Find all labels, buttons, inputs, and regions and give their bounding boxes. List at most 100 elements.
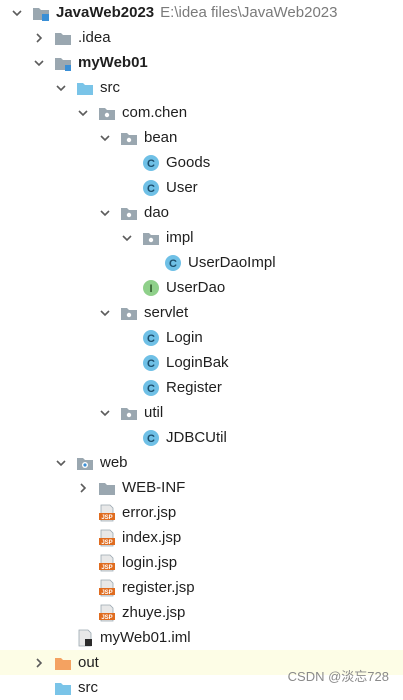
tree-row-out[interactable]: out <box>0 650 403 675</box>
tree-row-module[interactable]: myWeb01 <box>0 50 403 75</box>
tree-row-class-user[interactable]: C User <box>0 175 403 200</box>
iml-file-icon <box>76 629 94 647</box>
class-label: Login <box>166 329 203 346</box>
package-label: com.chen <box>122 104 188 121</box>
source-folder-icon <box>76 79 94 97</box>
file-label: myWeb01.iml <box>100 629 191 646</box>
tree-row-class-goods[interactable]: C Goods <box>0 150 403 175</box>
interface-label: UserDao <box>166 279 226 296</box>
chevron-right-icon[interactable] <box>32 31 46 45</box>
svg-text:C: C <box>147 433 155 445</box>
tree-row-package-impl[interactable]: impl <box>0 225 403 250</box>
web-folder-icon <box>76 454 94 472</box>
folder-label: web <box>100 454 128 471</box>
folder-label: .idea <box>78 29 111 46</box>
chevron-right-icon[interactable] <box>32 656 46 670</box>
jsp-file-icon: JSP <box>98 579 116 597</box>
chevron-down-icon[interactable] <box>98 406 112 420</box>
chevron-down-icon[interactable] <box>54 81 68 95</box>
class-icon: C <box>142 179 160 197</box>
tree-row-file-login-jsp[interactable]: JSP login.jsp <box>0 550 403 575</box>
tree-row-src[interactable]: src <box>0 75 403 100</box>
svg-text:JSP: JSP <box>101 590 112 596</box>
class-label: Goods <box>166 154 211 171</box>
svg-text:C: C <box>147 358 155 370</box>
tree-row-web-inf[interactable]: WEB-INF <box>0 475 403 500</box>
chevron-down-icon[interactable] <box>10 6 24 20</box>
tree-row-package-util[interactable]: util <box>0 400 403 425</box>
svg-text:C: C <box>147 158 155 170</box>
tree-row-class-register[interactable]: C Register <box>0 375 403 400</box>
svg-text:C: C <box>169 258 177 270</box>
package-label: dao <box>144 204 170 221</box>
project-folder-icon <box>32 4 50 22</box>
svg-text:JSP: JSP <box>101 565 112 571</box>
tree-row-interface-userdao[interactable]: I UserDao <box>0 275 403 300</box>
tree-row-idea[interactable]: .idea <box>0 25 403 50</box>
class-icon: C <box>142 379 160 397</box>
svg-text:C: C <box>147 333 155 345</box>
tree-row-class-userdaoimpl[interactable]: C UserDaoImpl <box>0 250 403 275</box>
folder-label: out <box>78 654 99 671</box>
package-label: bean <box>144 129 178 146</box>
class-icon: C <box>164 254 182 272</box>
tree-row-package-servlet[interactable]: servlet <box>0 300 403 325</box>
class-icon: C <box>142 429 160 447</box>
class-label: User <box>166 179 198 196</box>
folder-icon <box>98 479 116 497</box>
package-icon <box>120 304 138 322</box>
chevron-down-icon[interactable] <box>76 106 90 120</box>
chevron-down-icon[interactable] <box>98 306 112 320</box>
tree-row-web[interactable]: web <box>0 450 403 475</box>
class-label: JDBCUtil <box>166 429 227 446</box>
class-label: UserDaoImpl <box>188 254 276 271</box>
module-folder-icon <box>54 54 72 72</box>
tree-row-file-index-jsp[interactable]: JSP index.jsp <box>0 525 403 550</box>
tree-row-package-dao[interactable]: dao <box>0 200 403 225</box>
chevron-down-icon[interactable] <box>98 131 112 145</box>
jsp-file-icon: JSP <box>98 554 116 572</box>
tree-row-class-login[interactable]: C Login <box>0 325 403 350</box>
tree-row-package-com-chen[interactable]: com.chen <box>0 100 403 125</box>
chevron-down-icon[interactable] <box>120 231 134 245</box>
jsp-file-icon: JSP <box>98 529 116 547</box>
tree-row-src-root[interactable]: src <box>0 675 403 700</box>
project-name: JavaWeb2023 <box>56 4 155 21</box>
package-label: impl <box>166 229 194 246</box>
chevron-down-icon[interactable] <box>32 56 46 70</box>
tree-row-file-iml[interactable]: myWeb01.iml <box>0 625 403 650</box>
chevron-right-icon[interactable] <box>76 481 90 495</box>
jsp-file-icon: JSP <box>98 504 116 522</box>
csdn-watermark: CSDN @淡忘728 <box>287 669 389 684</box>
file-label: register.jsp <box>122 579 195 596</box>
tree-row-file-register-jsp[interactable]: JSP register.jsp <box>0 575 403 600</box>
class-label: LoginBak <box>166 354 229 371</box>
file-label: error.jsp <box>122 504 177 521</box>
chevron-down-icon[interactable] <box>98 206 112 220</box>
svg-text:JSP: JSP <box>101 615 112 621</box>
svg-text:JSP: JSP <box>101 540 112 546</box>
chevron-down-icon[interactable] <box>54 456 68 470</box>
package-icon <box>120 129 138 147</box>
tree-row-file-error-jsp[interactable]: JSP error.jsp <box>0 500 403 525</box>
interface-icon: I <box>142 279 160 297</box>
svg-text:C: C <box>147 183 155 195</box>
package-icon <box>120 204 138 222</box>
tree-row-class-loginbak[interactable]: C LoginBak <box>0 350 403 375</box>
svg-text:JSP: JSP <box>101 515 112 521</box>
file-label: zhuye.jsp <box>122 604 186 621</box>
folder-label: src <box>78 679 98 696</box>
class-icon: C <box>142 354 160 372</box>
package-icon <box>120 404 138 422</box>
tree-row-file-zhuye-jsp[interactable]: JSP zhuye.jsp <box>0 600 403 625</box>
class-icon: C <box>142 329 160 347</box>
tree-row-package-bean[interactable]: bean <box>0 125 403 150</box>
file-label: index.jsp <box>122 529 182 546</box>
tree-row-class-jdbcutil[interactable]: C JDBCUtil <box>0 425 403 450</box>
jsp-file-icon: JSP <box>98 604 116 622</box>
project-path: E:\idea files\JavaWeb2023 <box>160 4 338 21</box>
tree-row-project-root[interactable]: JavaWeb2023 E:\idea files\JavaWeb2023 <box>0 0 403 25</box>
package-icon <box>98 104 116 122</box>
class-icon: C <box>142 154 160 172</box>
